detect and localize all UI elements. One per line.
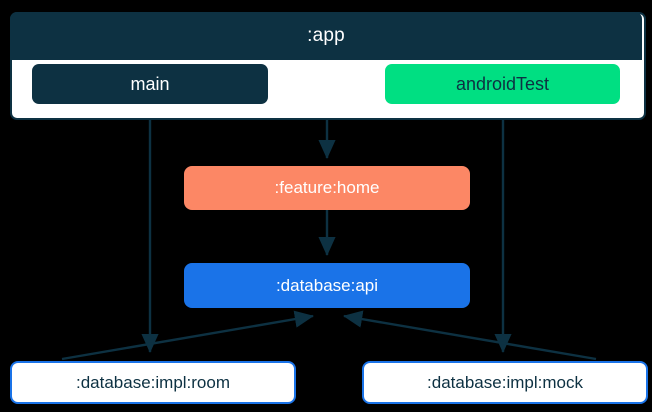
edge-database-impl-mock-to-database-api [343, 310, 597, 361]
node-database-api-label: :database:api [275, 275, 379, 295]
edge-database-impl-room-to-database-api [61, 310, 314, 361]
node-main[interactable]: main [32, 64, 268, 104]
subgraph-app-title: :app [307, 25, 345, 46]
node-database-impl-room-label: :database:impl:room [75, 372, 231, 392]
subgraph-app-title-bar: :app [10, 12, 642, 60]
node-androidtest[interactable]: androidTest [385, 64, 620, 104]
node-feature-home-label: :feature:home [274, 178, 380, 197]
node-database-api[interactable]: :database:api [184, 263, 470, 308]
node-main-label: main [130, 73, 170, 94]
node-database-impl-room[interactable]: :database:impl:room [10, 361, 296, 404]
node-database-impl-mock[interactable]: :database:impl:mock [362, 361, 648, 404]
node-androidtest-label: androidTest [455, 73, 550, 94]
node-feature-home[interactable]: :feature:home [184, 166, 470, 210]
node-database-impl-mock-label: :database:impl:mock [427, 372, 583, 392]
